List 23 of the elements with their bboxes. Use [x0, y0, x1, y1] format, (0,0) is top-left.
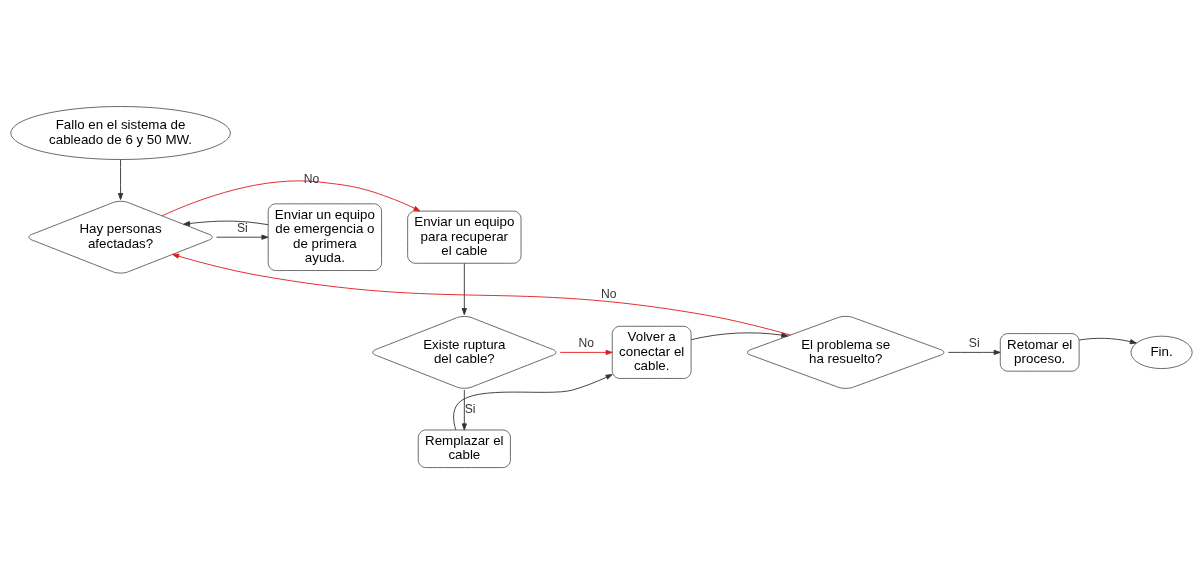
node-box: Retomar el proceso.: [999, 333, 1080, 372]
edge-label: Si: [464, 402, 476, 417]
arrow: [183, 220, 269, 227]
arrow: [172, 253, 791, 336]
node-box: Enviar un equipo de emergencia o de primera ayuda.: [267, 203, 382, 271]
arrow: [1078, 337, 1137, 345]
edge-label: No: [578, 335, 594, 350]
arrow: [461, 262, 467, 316]
node-ellipse: Fallo en el sistema de cableado de 6 y 50 MW.: [10, 106, 231, 160]
edge-label: No: [600, 286, 617, 301]
arrow: [947, 349, 1001, 355]
arrow: [559, 349, 613, 355]
arrow: [161, 180, 421, 217]
node-box: Remplazar el cable: [417, 429, 511, 468]
arrow: [453, 374, 613, 431]
node-box: Volver a conectar el cable.: [611, 325, 692, 379]
edge-label: Si: [236, 220, 248, 235]
node-box: Enviar un equipo para recuperar el cable: [407, 210, 522, 264]
edge-label: Si: [968, 335, 980, 350]
arrow: [690, 332, 789, 341]
arrow: [216, 234, 269, 240]
arrow: [118, 159, 124, 200]
arrow: [461, 389, 467, 431]
